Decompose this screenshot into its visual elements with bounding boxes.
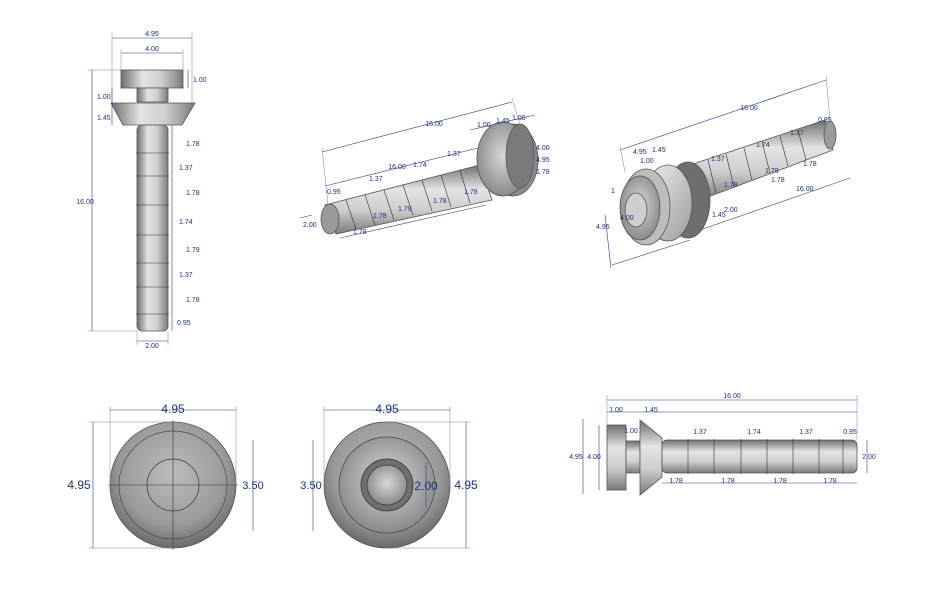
front-collar-gap-dim: 1.00 xyxy=(97,94,111,101)
iso-left-seg-f-dim: 1.78 xyxy=(433,198,447,205)
iso-left-r-c-dim: 1.78 xyxy=(536,169,550,176)
front-seg-7-dim: 1.78 xyxy=(186,297,200,304)
top-view-dimension-lines xyxy=(89,406,254,549)
bottom-width-dim: 4.95 xyxy=(375,402,399,416)
side-taper-dim: 1.45 xyxy=(644,407,658,414)
side-view: 16.00 1.00 1.45 1.37 1.74 1.37 0.95 4.95… xyxy=(569,393,876,496)
iso-left-head-c-dim: 1.00 xyxy=(512,115,526,122)
front-seg-6-dim: 1.37 xyxy=(179,272,193,279)
iso-right-dimension-lines xyxy=(604,75,851,269)
iso-right-seg-g-dim: 1.78 xyxy=(803,161,817,168)
side-head-inner-dim: 4.00 xyxy=(587,454,601,461)
iso-left-seg-a-dim: 1.37 xyxy=(369,176,383,183)
iso-left-tip-dim: 0.95 xyxy=(327,189,341,196)
front-head-outer-dim: 4.95 xyxy=(145,31,159,38)
iso-right-head-a-dim: 4.95 xyxy=(633,149,647,156)
side-low-1-dim: 1.78 xyxy=(669,478,683,485)
iso-right-one-dim: 1 xyxy=(611,188,615,195)
front-seg-2-dim: 1.37 xyxy=(179,165,193,172)
top-width-dim: 4.95 xyxy=(161,402,185,416)
side-collar-dim: 1.00 xyxy=(624,428,638,435)
side-view-dimension-lines xyxy=(582,395,868,494)
iso-left-seg-g-dim: 1.78 xyxy=(464,189,478,196)
iso-left-dia-dim: 2.00 xyxy=(303,222,317,229)
side-view-part xyxy=(606,419,858,496)
front-head-thickness-dim: 1.00 xyxy=(193,77,207,84)
front-view: 4.95 4.00 1.00 1.00 1.45 16.00 1.78 1.37… xyxy=(76,31,206,350)
iso-left-seg-h-dim: 1.78 xyxy=(353,229,367,236)
iso-right-seg-b-dim: 1.74 xyxy=(756,142,770,149)
iso-left-seg-d-dim: 1.78 xyxy=(373,213,387,220)
side-low-4-dim: 1.78 xyxy=(823,478,837,485)
bottom-inner-dim: 3.50 xyxy=(300,480,321,492)
front-view-dimension-lines xyxy=(88,33,193,345)
side-seg-2-dim: 1.74 xyxy=(747,429,761,436)
side-low-3-dim: 1.78 xyxy=(773,478,787,485)
iso-right-seg-f-dim: 1.78 xyxy=(771,177,785,184)
top-inner-dim: 3.50 xyxy=(242,480,263,492)
top-height-dim: 4.95 xyxy=(67,478,91,492)
front-seg-1-dim: 1.78 xyxy=(186,141,200,148)
iso-left-shaft-dim: 16.00 xyxy=(388,164,406,171)
front-taper-dim: 1.45 xyxy=(97,115,111,122)
iso-left-overall-dim: 16.00 xyxy=(425,121,443,128)
iso-left-part xyxy=(320,121,539,235)
iso-left-head-a-dim: 1.00 xyxy=(477,122,491,129)
iso-right-dia-dim: 2.00 xyxy=(724,207,738,214)
bottom-height-dim: 4.95 xyxy=(454,478,478,492)
iso-right-shaft-dim: 16.00 xyxy=(796,186,814,193)
side-head-outer-dim: 4.95 xyxy=(569,454,583,461)
iso-left-head-b-dim: 1.45 xyxy=(496,118,510,125)
bottom-view-dimension-lines xyxy=(312,406,470,549)
iso-left-view: 16.00 16.00 1.00 1.45 1.00 0.95 1.37 1.7… xyxy=(299,97,550,239)
iso-right-part xyxy=(619,119,837,246)
iso-right-seg-e-dim: 1.78 xyxy=(765,168,779,175)
iso-left-seg-b-dim: 1.74 xyxy=(413,162,427,169)
iso-right-seg-a-dim: 1.37 xyxy=(711,156,725,163)
iso-left-dimension-lines xyxy=(299,97,536,239)
front-head-inner-dim: 4.00 xyxy=(145,46,159,53)
iso-left-r-a-dim: 4.00 xyxy=(536,145,550,152)
front-view-part xyxy=(110,69,196,332)
iso-left-seg-e-dim: 1.79 xyxy=(398,206,412,213)
front-seg-5-dim: 1.79 xyxy=(186,247,200,254)
side-head-dim: 1.00 xyxy=(609,407,623,414)
side-shaft-dia-dim: 2.00 xyxy=(862,454,876,461)
iso-right-seg-d-dim: 1.78 xyxy=(724,182,738,189)
iso-left-seg-c-dim: 1.37 xyxy=(447,151,461,158)
side-tip-dim: 0.95 xyxy=(843,429,857,436)
top-view: 4.95 4.95 3.50 xyxy=(67,402,264,550)
side-overall-dim: 16.00 xyxy=(723,393,741,400)
side-seg-3-dim: 1.37 xyxy=(799,429,813,436)
iso-left-r-b-dim: 4.95 xyxy=(536,157,550,164)
front-shaft-dia-dim: 2.00 xyxy=(145,343,159,350)
bottom-view: 4.95 4.95 3.50 2.00 xyxy=(300,402,478,549)
front-tip-dim: 0.95 xyxy=(177,320,191,327)
side-seg-1-dim: 1.37 xyxy=(693,429,707,436)
iso-right-seg-h-dim: 1.45 xyxy=(712,212,726,219)
iso-right-overall-dim: 16.00 xyxy=(740,105,758,112)
iso-right-tip-dim: 0.95 xyxy=(818,117,832,124)
iso-right-view: 16.00 16.00 4.95 1.45 1.00 4.00 4.95 1.3… xyxy=(596,75,851,269)
front-seg-3-dim: 1.78 xyxy=(186,190,200,197)
front-overall-length-dim: 16.00 xyxy=(76,199,94,206)
iso-right-head-e-dim: 4.95 xyxy=(596,224,610,231)
iso-right-head-d-dim: 4.00 xyxy=(620,215,634,222)
front-seg-4-dim: 1.74 xyxy=(179,219,193,226)
side-low-2-dim: 1.78 xyxy=(721,478,735,485)
bottom-bore-dim: 2.00 xyxy=(414,479,438,493)
iso-right-head-b-dim: 1.45 xyxy=(652,147,666,154)
iso-right-seg-c-dim: 1.37 xyxy=(790,130,804,137)
iso-right-head-c-dim: 1.00 xyxy=(640,158,654,165)
